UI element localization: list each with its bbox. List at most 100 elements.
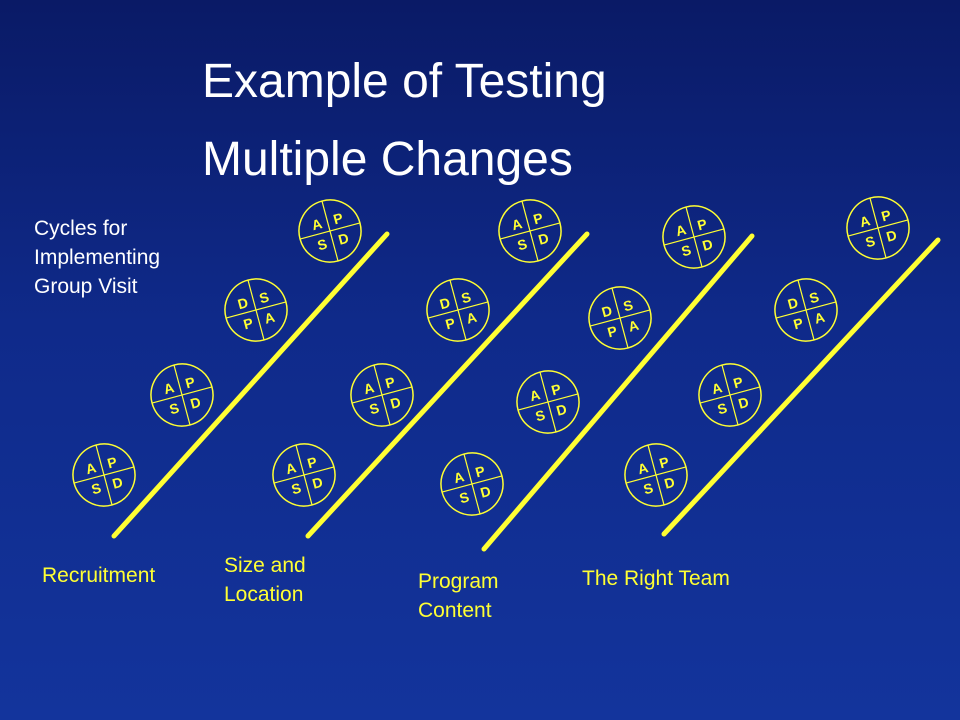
cycle-letter: A — [858, 212, 872, 230]
change-label-line: Recruitment — [42, 564, 156, 587]
cycles-label: Cycles for Implementing Group Visit — [34, 214, 234, 301]
cycle-letter: P — [606, 323, 619, 341]
cycle-letter: D — [337, 230, 351, 248]
cycle-divider — [295, 444, 313, 506]
cycle-letter: D — [555, 401, 569, 419]
cycle-letter: D — [479, 483, 493, 501]
cycle-divider — [247, 279, 265, 341]
cycle-letter: A — [510, 215, 524, 233]
change-label-size-location: Size and Location — [224, 551, 306, 609]
change-label-line: Size and — [224, 554, 306, 577]
cycle-letter: S — [257, 289, 270, 307]
cycle-letter: P — [242, 315, 255, 333]
cycle-letter: D — [236, 294, 250, 312]
cycle-letter: S — [458, 489, 471, 507]
cycle-divider — [539, 371, 557, 433]
cycle-letter: D — [537, 230, 551, 248]
change-label-right-team: The Right Team — [582, 564, 730, 593]
cycle-letter: A — [528, 386, 542, 404]
cycle-letter: A — [284, 459, 298, 477]
cycle-letter: P — [305, 454, 318, 472]
cycle-divider — [173, 364, 191, 426]
cycle-letter: P — [792, 315, 805, 333]
cycle-divider — [373, 364, 391, 426]
cycle-letter: A — [674, 221, 688, 239]
cycle-letter: A — [84, 459, 98, 477]
cycles-label-line-1: Cycles for — [34, 217, 128, 240]
change-label-line: Program — [418, 570, 499, 593]
cycle-letter: D — [111, 474, 125, 492]
cycle-letter: S — [516, 236, 529, 254]
cycle-letter: A — [263, 309, 277, 327]
cycle-divider — [611, 287, 629, 349]
title-line-1: Example of Testing — [202, 55, 607, 108]
cycle-letter: D — [438, 294, 452, 312]
cycle-letter: D — [600, 302, 614, 320]
cycle-divider — [721, 364, 739, 426]
cycle-divider — [321, 200, 339, 262]
cycle-letter: S — [316, 236, 329, 254]
cycle-letter: D — [389, 394, 403, 412]
cycle-divider — [797, 279, 815, 341]
cycles-label-line-2: Implementing — [34, 246, 161, 269]
cycle-letter: A — [465, 309, 479, 327]
cycle-letter: A — [813, 309, 827, 327]
cycle-letter: A — [162, 379, 176, 397]
cycle-letter: A — [362, 379, 376, 397]
cycle-letter: A — [636, 459, 650, 477]
ramp-line-3 — [481, 233, 755, 552]
cycle-divider — [685, 206, 703, 268]
change-label-recruitment: Recruitment — [42, 561, 155, 590]
cycle-divider — [869, 197, 887, 259]
cycle-letter: D — [786, 294, 800, 312]
cycle-letter: P — [657, 454, 670, 472]
cycle-letter: A — [452, 468, 466, 486]
cycle-letter: S — [621, 297, 634, 315]
cycle-divider — [95, 444, 113, 506]
ramp-line-2 — [305, 231, 590, 539]
cycle-letter: S — [168, 400, 181, 418]
cycle-letter: S — [716, 400, 729, 418]
cycles-label-line-3: Group Visit — [34, 275, 138, 298]
cycle-divider — [521, 200, 539, 262]
cycle-letter: P — [383, 374, 396, 392]
ramp-line-1 — [111, 231, 390, 539]
cycle-letter: A — [627, 317, 641, 335]
cycle-letter: D — [311, 474, 325, 492]
title-line-2: Multiple Changes — [202, 133, 573, 186]
cycle-letter: S — [642, 480, 655, 498]
cycle-letter: S — [459, 289, 472, 307]
cycle-letter: D — [737, 394, 751, 412]
cycle-letter: A — [710, 379, 724, 397]
cycle-divider — [449, 279, 467, 341]
cycle-letter: P — [549, 381, 562, 399]
cycle-letter: P — [731, 374, 744, 392]
cycle-letter: P — [105, 454, 118, 472]
ramp-line-4 — [661, 237, 941, 537]
cycle-letter: P — [444, 315, 457, 333]
cycle-letter: P — [531, 210, 544, 228]
cycle-letter: P — [695, 216, 708, 234]
cycle-letter: S — [807, 289, 820, 307]
cycle-letter: S — [534, 407, 547, 425]
cycle-letter: D — [189, 394, 203, 412]
cycle-letter: D — [885, 227, 899, 245]
cycle-letter: P — [879, 207, 892, 225]
cycle-divider — [463, 453, 481, 515]
cycle-divider — [647, 444, 665, 506]
